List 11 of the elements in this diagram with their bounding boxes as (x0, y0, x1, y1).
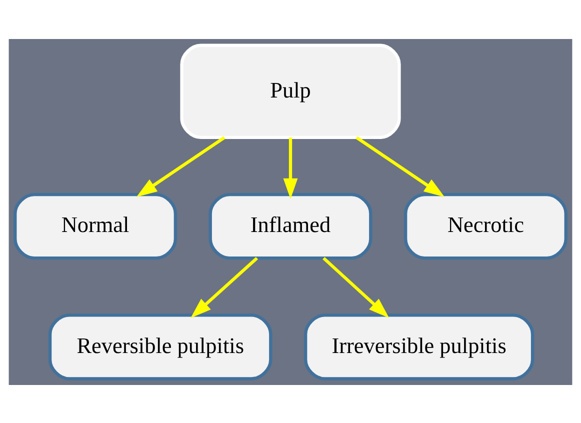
arrow (322, 256, 390, 318)
arrow (136, 136, 226, 196)
node-box: Pulp (180, 43, 401, 138)
arrow (283, 137, 298, 199)
node-box: Reversible pulpitis (48, 313, 272, 380)
node-box: Necrotic (404, 192, 568, 260)
node-box: Irreversible pulpitis (304, 313, 534, 380)
arrow (356, 136, 445, 196)
arrow (190, 256, 258, 318)
node-box: Inflamed (208, 192, 372, 260)
node-box: Normal (14, 192, 178, 260)
